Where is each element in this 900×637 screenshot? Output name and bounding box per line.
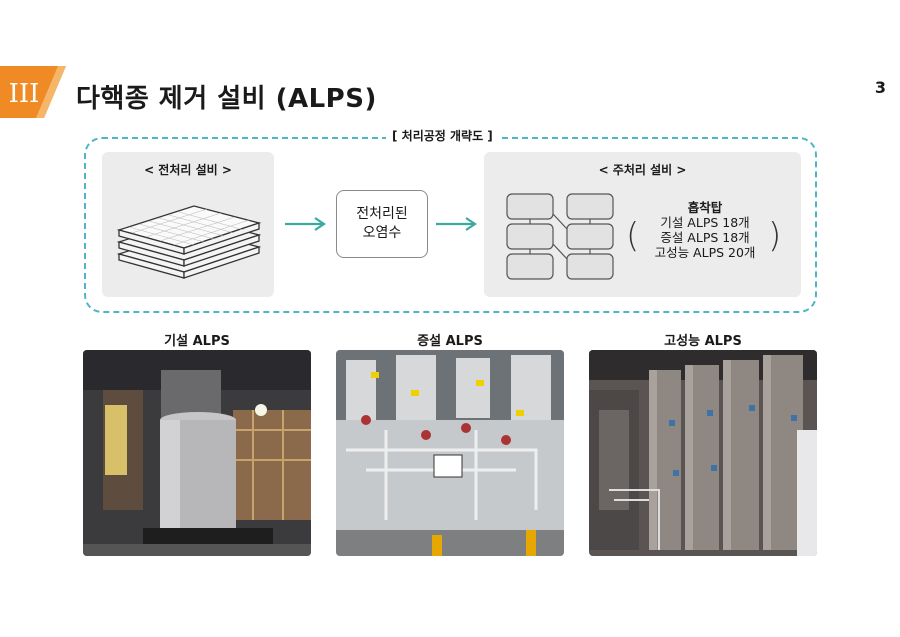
page-title: 다핵종 제거 설비 (ALPS) <box>76 84 377 114</box>
tower-count-high-performance: 고성능 ALPS 20개 <box>654 245 756 260</box>
pretreatment-panel: < 전처리 설비 > <box>102 152 274 297</box>
tower-heading: 흡착탑 <box>687 200 723 215</box>
section-badge: III <box>0 66 66 118</box>
photo-caption-existing: 기설 ALPS <box>164 334 230 349</box>
pretreated-water-box: 전처리된 오염수 <box>336 190 428 258</box>
adsorption-tower-icon <box>506 193 614 280</box>
diagram-label: [ 처리공정 개략도 ] <box>386 127 499 144</box>
adsorption-tower-label: 흡착탑 기설 ALPS 18개 증설 ALPS 18개 고성능 ALPS 20개 <box>620 200 790 260</box>
photo-caption-additional: 증설 ALPS <box>417 334 483 349</box>
tower-count-existing: 기설 ALPS 18개 <box>660 215 750 230</box>
tower-count-additional: 증설 ALPS 18개 <box>660 230 750 245</box>
filter-stack-icon <box>116 205 262 279</box>
right-paren: ) <box>768 216 782 256</box>
arrow-right-icon <box>285 217 326 231</box>
photo-existing-alps <box>83 350 311 556</box>
page-number: 3 <box>874 78 886 97</box>
pretreated-line1: 전처리된 <box>356 206 408 222</box>
pretreatment-title: < 전처리 설비 > <box>144 163 232 177</box>
pretreated-line2: 오염수 <box>362 225 402 241</box>
section-numeral: III <box>9 79 40 109</box>
main-treatment-title: < 주처리 설비 > <box>598 163 687 177</box>
arrow-right-icon <box>436 217 477 231</box>
photo-additional-alps <box>336 350 564 556</box>
photo-high-performance-alps <box>589 350 817 556</box>
left-paren: ( <box>626 216 640 256</box>
photo-caption-high-performance: 고성능 ALPS <box>664 334 742 349</box>
